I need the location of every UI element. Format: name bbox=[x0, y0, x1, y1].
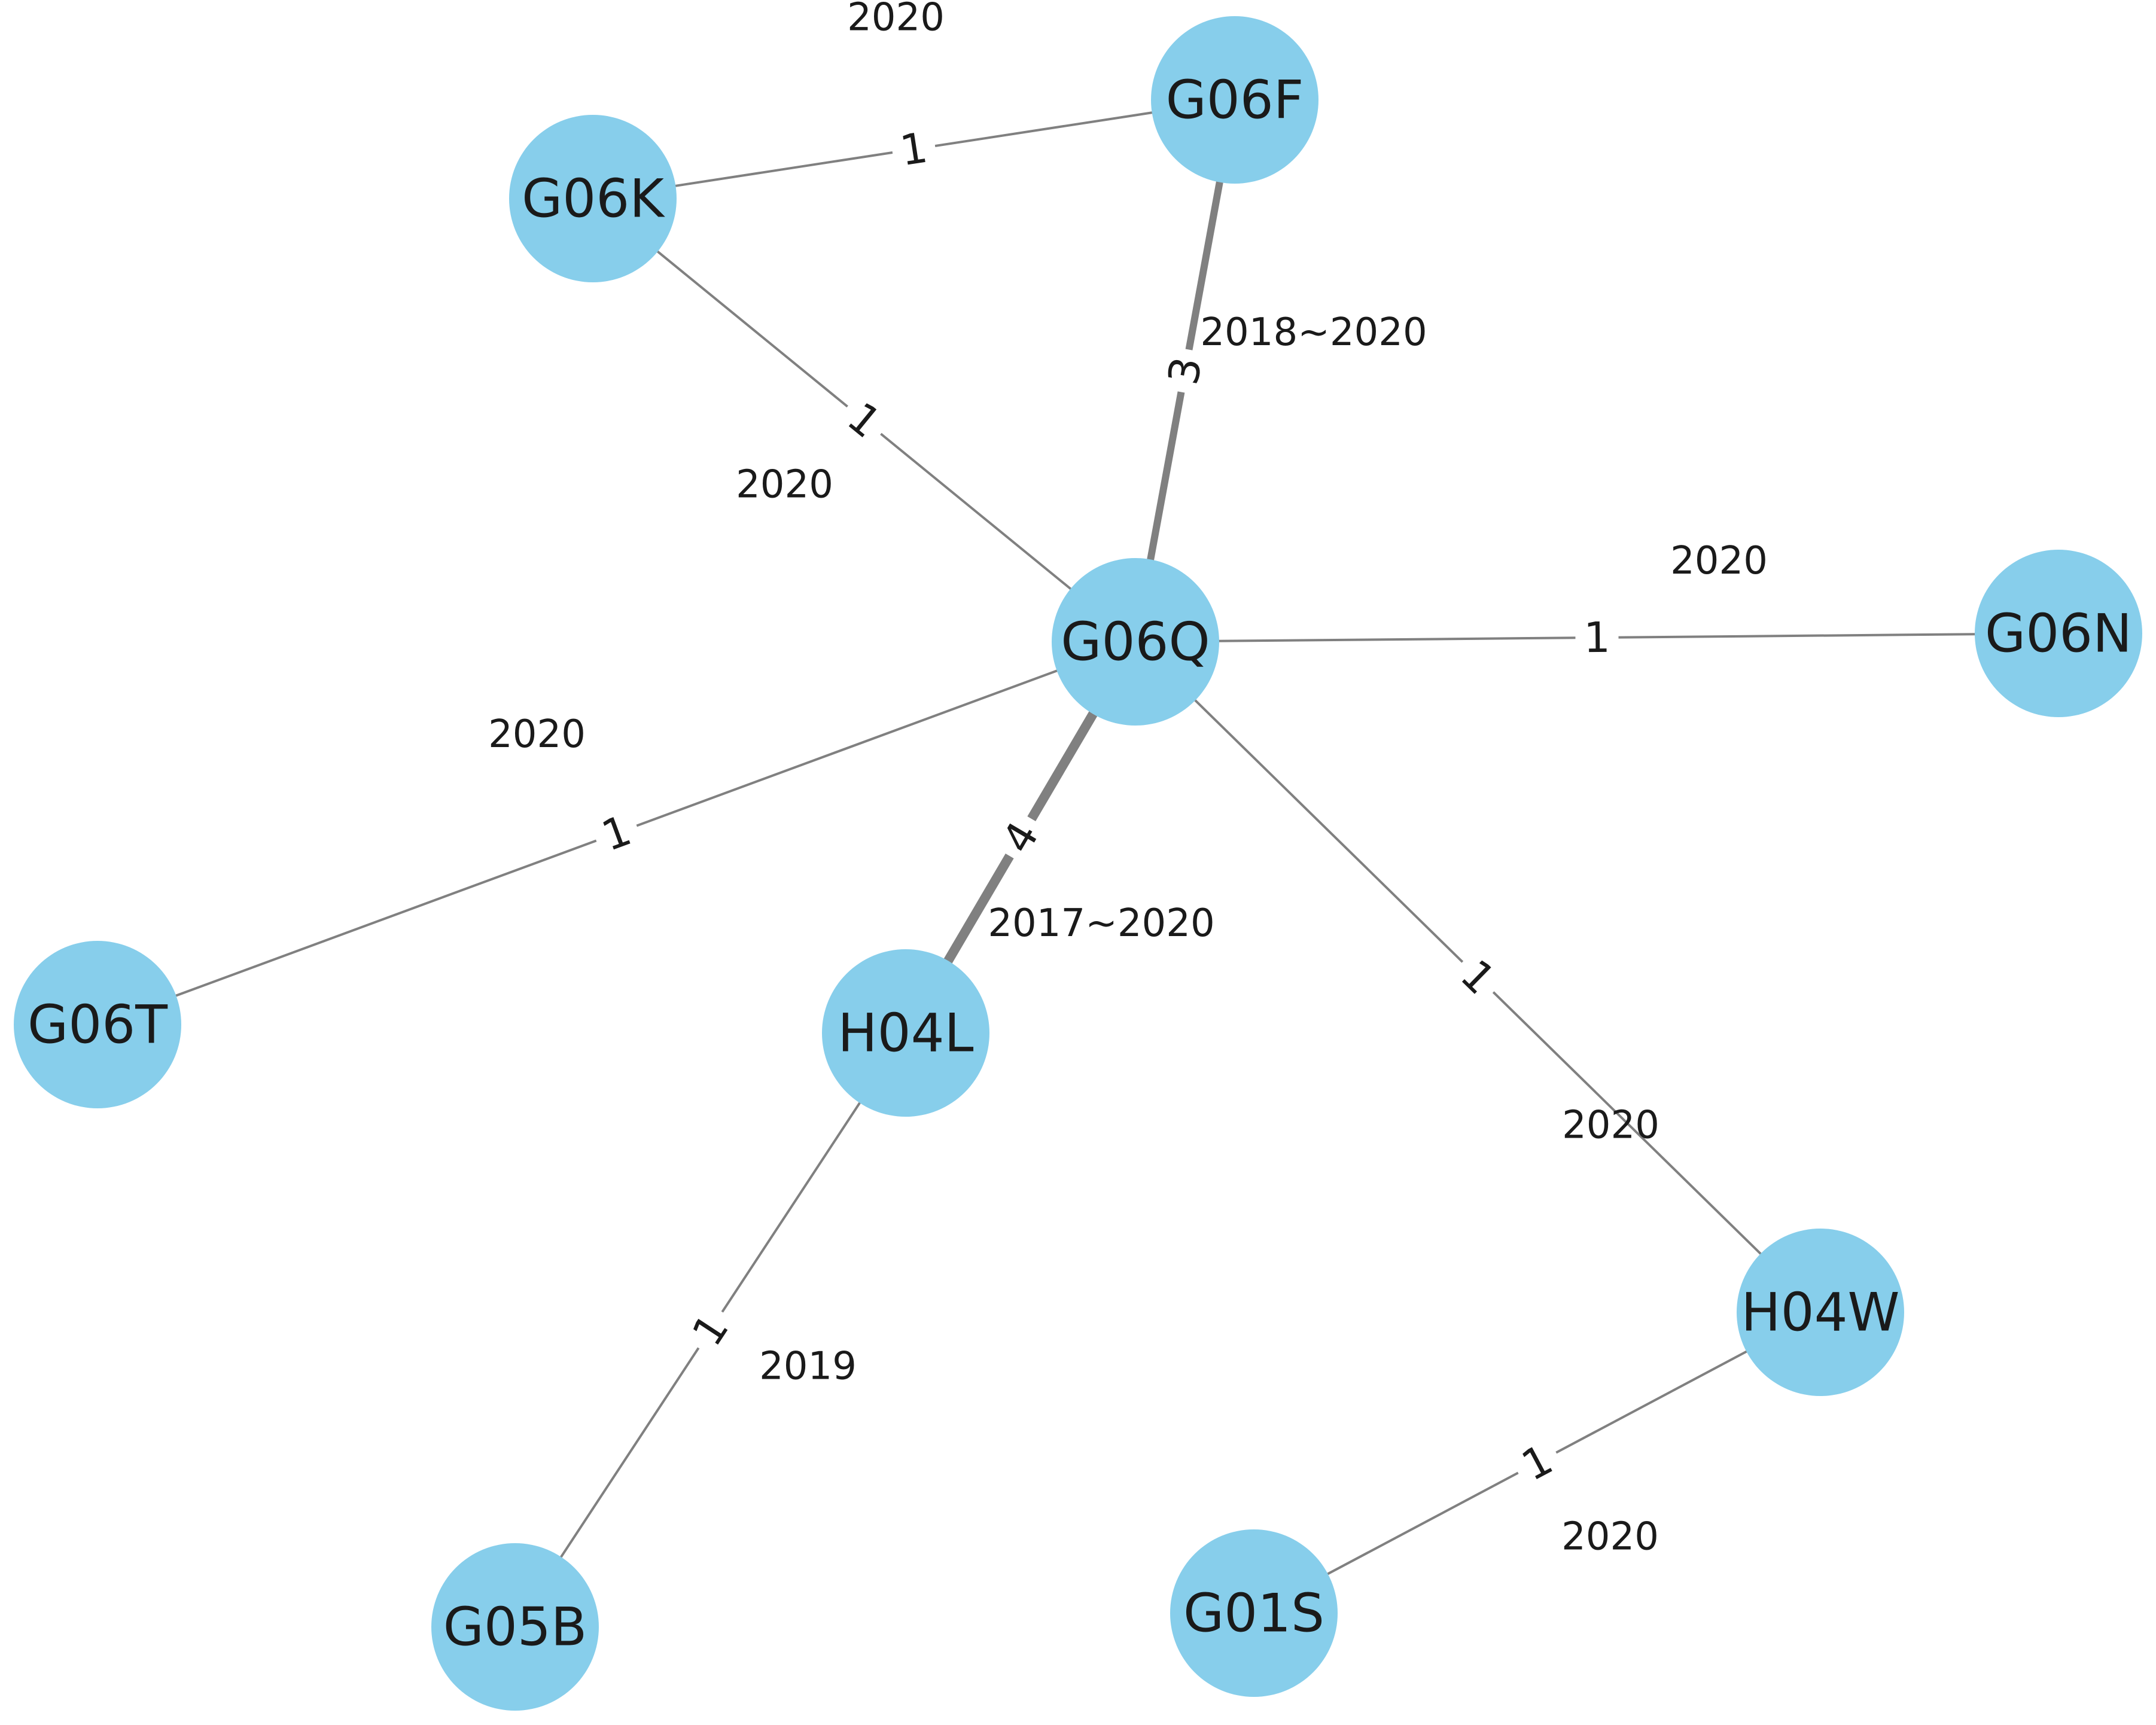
node-g01s: G01S bbox=[1170, 1529, 1338, 1697]
node-label: H04W bbox=[1741, 1282, 1899, 1343]
node-circle bbox=[1170, 1529, 1338, 1697]
node-label: G05B bbox=[443, 1596, 587, 1658]
edge-weight-text: 1 bbox=[1583, 613, 1610, 662]
node-circle bbox=[1737, 1229, 1904, 1396]
node-label: G06Q bbox=[1061, 611, 1210, 673]
node-g05b: G05B bbox=[431, 1543, 599, 1711]
node-circle bbox=[14, 941, 181, 1108]
edge-year-label: 2020 bbox=[736, 463, 833, 507]
edge-weight-label: 4 bbox=[986, 805, 1055, 870]
node-label: G06N bbox=[1985, 603, 2132, 665]
node-label: G06F bbox=[1166, 69, 1304, 131]
edge-weight-label: 1 bbox=[888, 120, 939, 179]
node-h04l: H04L bbox=[822, 949, 989, 1117]
edge-year-label: 2020 bbox=[1561, 1515, 1659, 1559]
node-g06t: G06T bbox=[14, 941, 181, 1108]
node-g06k: G06K bbox=[509, 115, 677, 282]
edge-weight-label: 1 bbox=[1506, 1429, 1569, 1497]
node-label: G01S bbox=[1183, 1583, 1324, 1644]
edge-year-label: 2020 bbox=[847, 0, 945, 40]
edge-year-label: 2020 bbox=[488, 712, 586, 757]
node-circle bbox=[509, 115, 677, 282]
node-g06q: G06Q bbox=[1052, 558, 1219, 726]
edge-year-label: 2017~2020 bbox=[988, 901, 1214, 946]
node-label: H04L bbox=[838, 1002, 973, 1064]
edge-weight-label: 1 bbox=[587, 801, 646, 865]
edge-weight-label: 3 bbox=[1155, 345, 1215, 397]
node-circle bbox=[822, 949, 989, 1117]
node-label: G06K bbox=[522, 168, 665, 230]
node-circle bbox=[1052, 558, 1219, 726]
edge-year-label: 2020 bbox=[1670, 539, 1768, 583]
node-g06f: G06F bbox=[1151, 16, 1318, 184]
edge-year-label: 2019 bbox=[759, 1345, 857, 1389]
node-label: G06T bbox=[28, 994, 168, 1056]
edge-weight-label: 1 bbox=[830, 386, 898, 455]
node-circle bbox=[1975, 550, 2142, 717]
edge-weight-label: 1 bbox=[676, 1297, 745, 1363]
edge-year-label: 2018~2020 bbox=[1200, 310, 1427, 355]
edges-layer bbox=[97, 99, 2059, 1628]
nodes-layer: G06F G06K G06Q G06N G06T H04L H04W G05B G01S bbox=[14, 16, 2142, 1711]
node-circle bbox=[431, 1543, 599, 1711]
edge-weight-label: 1 bbox=[1575, 611, 1619, 665]
node-g06n: G06N bbox=[1975, 550, 2142, 717]
edge-labels-layer: 1202032018~202012020120201202042017~2020… bbox=[488, 0, 1768, 1559]
edge-year-label: 2020 bbox=[1562, 1104, 1659, 1148]
node-circle bbox=[1151, 16, 1318, 184]
node-h04w: H04W bbox=[1737, 1229, 1904, 1396]
